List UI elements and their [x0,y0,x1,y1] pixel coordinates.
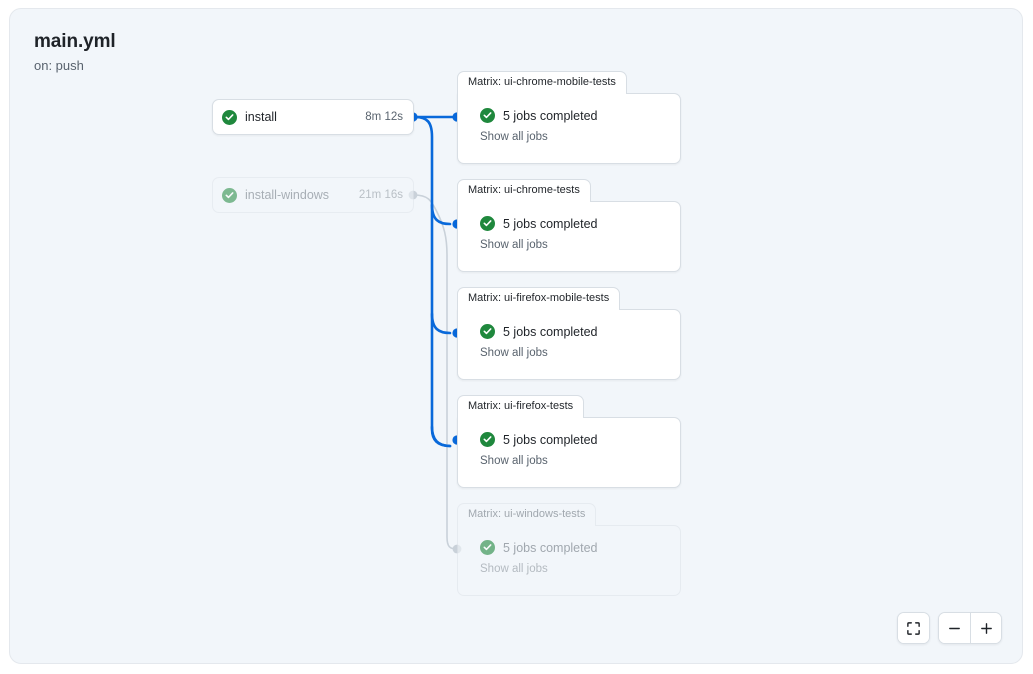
matrix-card-body: 5 jobs completed Show all jobs [457,417,681,488]
workflow-trigger-label: on: push [34,58,84,73]
show-all-jobs-link[interactable]: Show all jobs [480,563,548,575]
matrix-status-row: 5 jobs completed [480,108,680,123]
check-circle-success-icon [480,324,495,339]
matrix-card-body: 5 jobs completed Show all jobs [457,201,681,272]
matrix-card-body: 5 jobs completed Show all jobs [457,525,681,596]
matrix-tab-label[interactable]: Matrix: ui-chrome-tests [457,179,591,202]
check-circle-success-icon [480,216,495,231]
matrix-status-row: 5 jobs completed [480,432,680,447]
matrix-status-text: 5 jobs completed [503,216,598,231]
matrix-status-text: 5 jobs completed [503,432,598,447]
matrix-status-row: 5 jobs completed [480,216,680,231]
canvas-controls [897,612,1002,644]
matrix-card-ui-firefox-tests[interactable]: Matrix: ui-firefox-tests 5 jobs complete… [457,395,681,488]
matrix-card-body: 5 jobs completed Show all jobs [457,309,681,380]
job-duration-label: 21m 16s [358,189,403,201]
zoom-out-button[interactable] [939,613,970,643]
matrix-tab-label[interactable]: Matrix: ui-firefox-tests [457,395,585,418]
minus-icon [949,627,960,629]
matrix-card-ui-firefox-mobile-tests[interactable]: Matrix: ui-firefox-mobile-tests 5 jobs c… [457,287,681,380]
matrix-tab-label[interactable]: Matrix: ui-windows-tests [457,503,597,526]
check-circle-success-icon [480,540,495,555]
workflow-header: main.yml on: push [34,30,116,75]
show-all-jobs-link[interactable]: Show all jobs [480,131,548,143]
matrix-card-ui-chrome-mobile-tests[interactable]: Matrix: ui-chrome-mobile-tests 5 jobs co… [457,71,681,164]
zoom-group [938,612,1002,644]
fit-view-group [897,612,930,644]
job-node-install[interactable]: install 8m 12s [212,99,414,135]
edge-install-trunk [413,115,452,448]
workflow-title: main.yml [34,31,116,52]
matrix-tab-label[interactable]: Matrix: ui-firefox-mobile-tests [457,287,621,310]
plus-icon [980,622,992,634]
edge-install-windows-to-ui-windows-tests [413,194,458,550]
matrix-status-row: 5 jobs completed [480,324,680,339]
fit-to-screen-icon [907,621,920,635]
check-circle-success-icon [480,108,495,123]
matrix-card-body: 5 jobs completed Show all jobs [457,93,681,164]
show-all-jobs-link[interactable]: Show all jobs [480,239,548,251]
edge-branch-ui-firefox-tests [430,425,452,448]
job-duration-label: 8m 12s [365,111,403,123]
show-all-jobs-link[interactable]: Show all jobs [480,347,548,359]
matrix-status-text: 5 jobs completed [503,324,598,339]
job-node-install-windows[interactable]: install-windows 21m 16s [212,177,414,213]
check-circle-success-icon [222,187,237,203]
show-all-jobs-link[interactable]: Show all jobs [480,455,548,467]
matrix-card-ui-chrome-tests[interactable]: Matrix: ui-chrome-tests 5 jobs completed… [457,179,681,272]
check-circle-success-icon [480,432,495,447]
matrix-status-text: 5 jobs completed [503,108,598,123]
workflow-canvas[interactable]: main.yml on: push install 8m 12 [9,8,1023,664]
edge-branch-ui-chrome-tests [430,203,452,226]
job-name-label: install [245,110,277,124]
check-circle-success-icon [222,109,237,125]
zoom-in-button[interactable] [970,613,1001,643]
matrix-status-text: 5 jobs completed [503,540,598,555]
fit-to-screen-button[interactable] [898,613,929,643]
job-name-label: install-windows [245,188,330,202]
matrix-tab-label[interactable]: Matrix: ui-chrome-mobile-tests [457,71,627,94]
matrix-status-row: 5 jobs completed [480,540,680,555]
matrix-card-ui-windows-tests[interactable]: Matrix: ui-windows-tests 5 jobs complete… [457,503,681,596]
edge-branch-ui-firefox-mobile-tests [430,312,452,335]
